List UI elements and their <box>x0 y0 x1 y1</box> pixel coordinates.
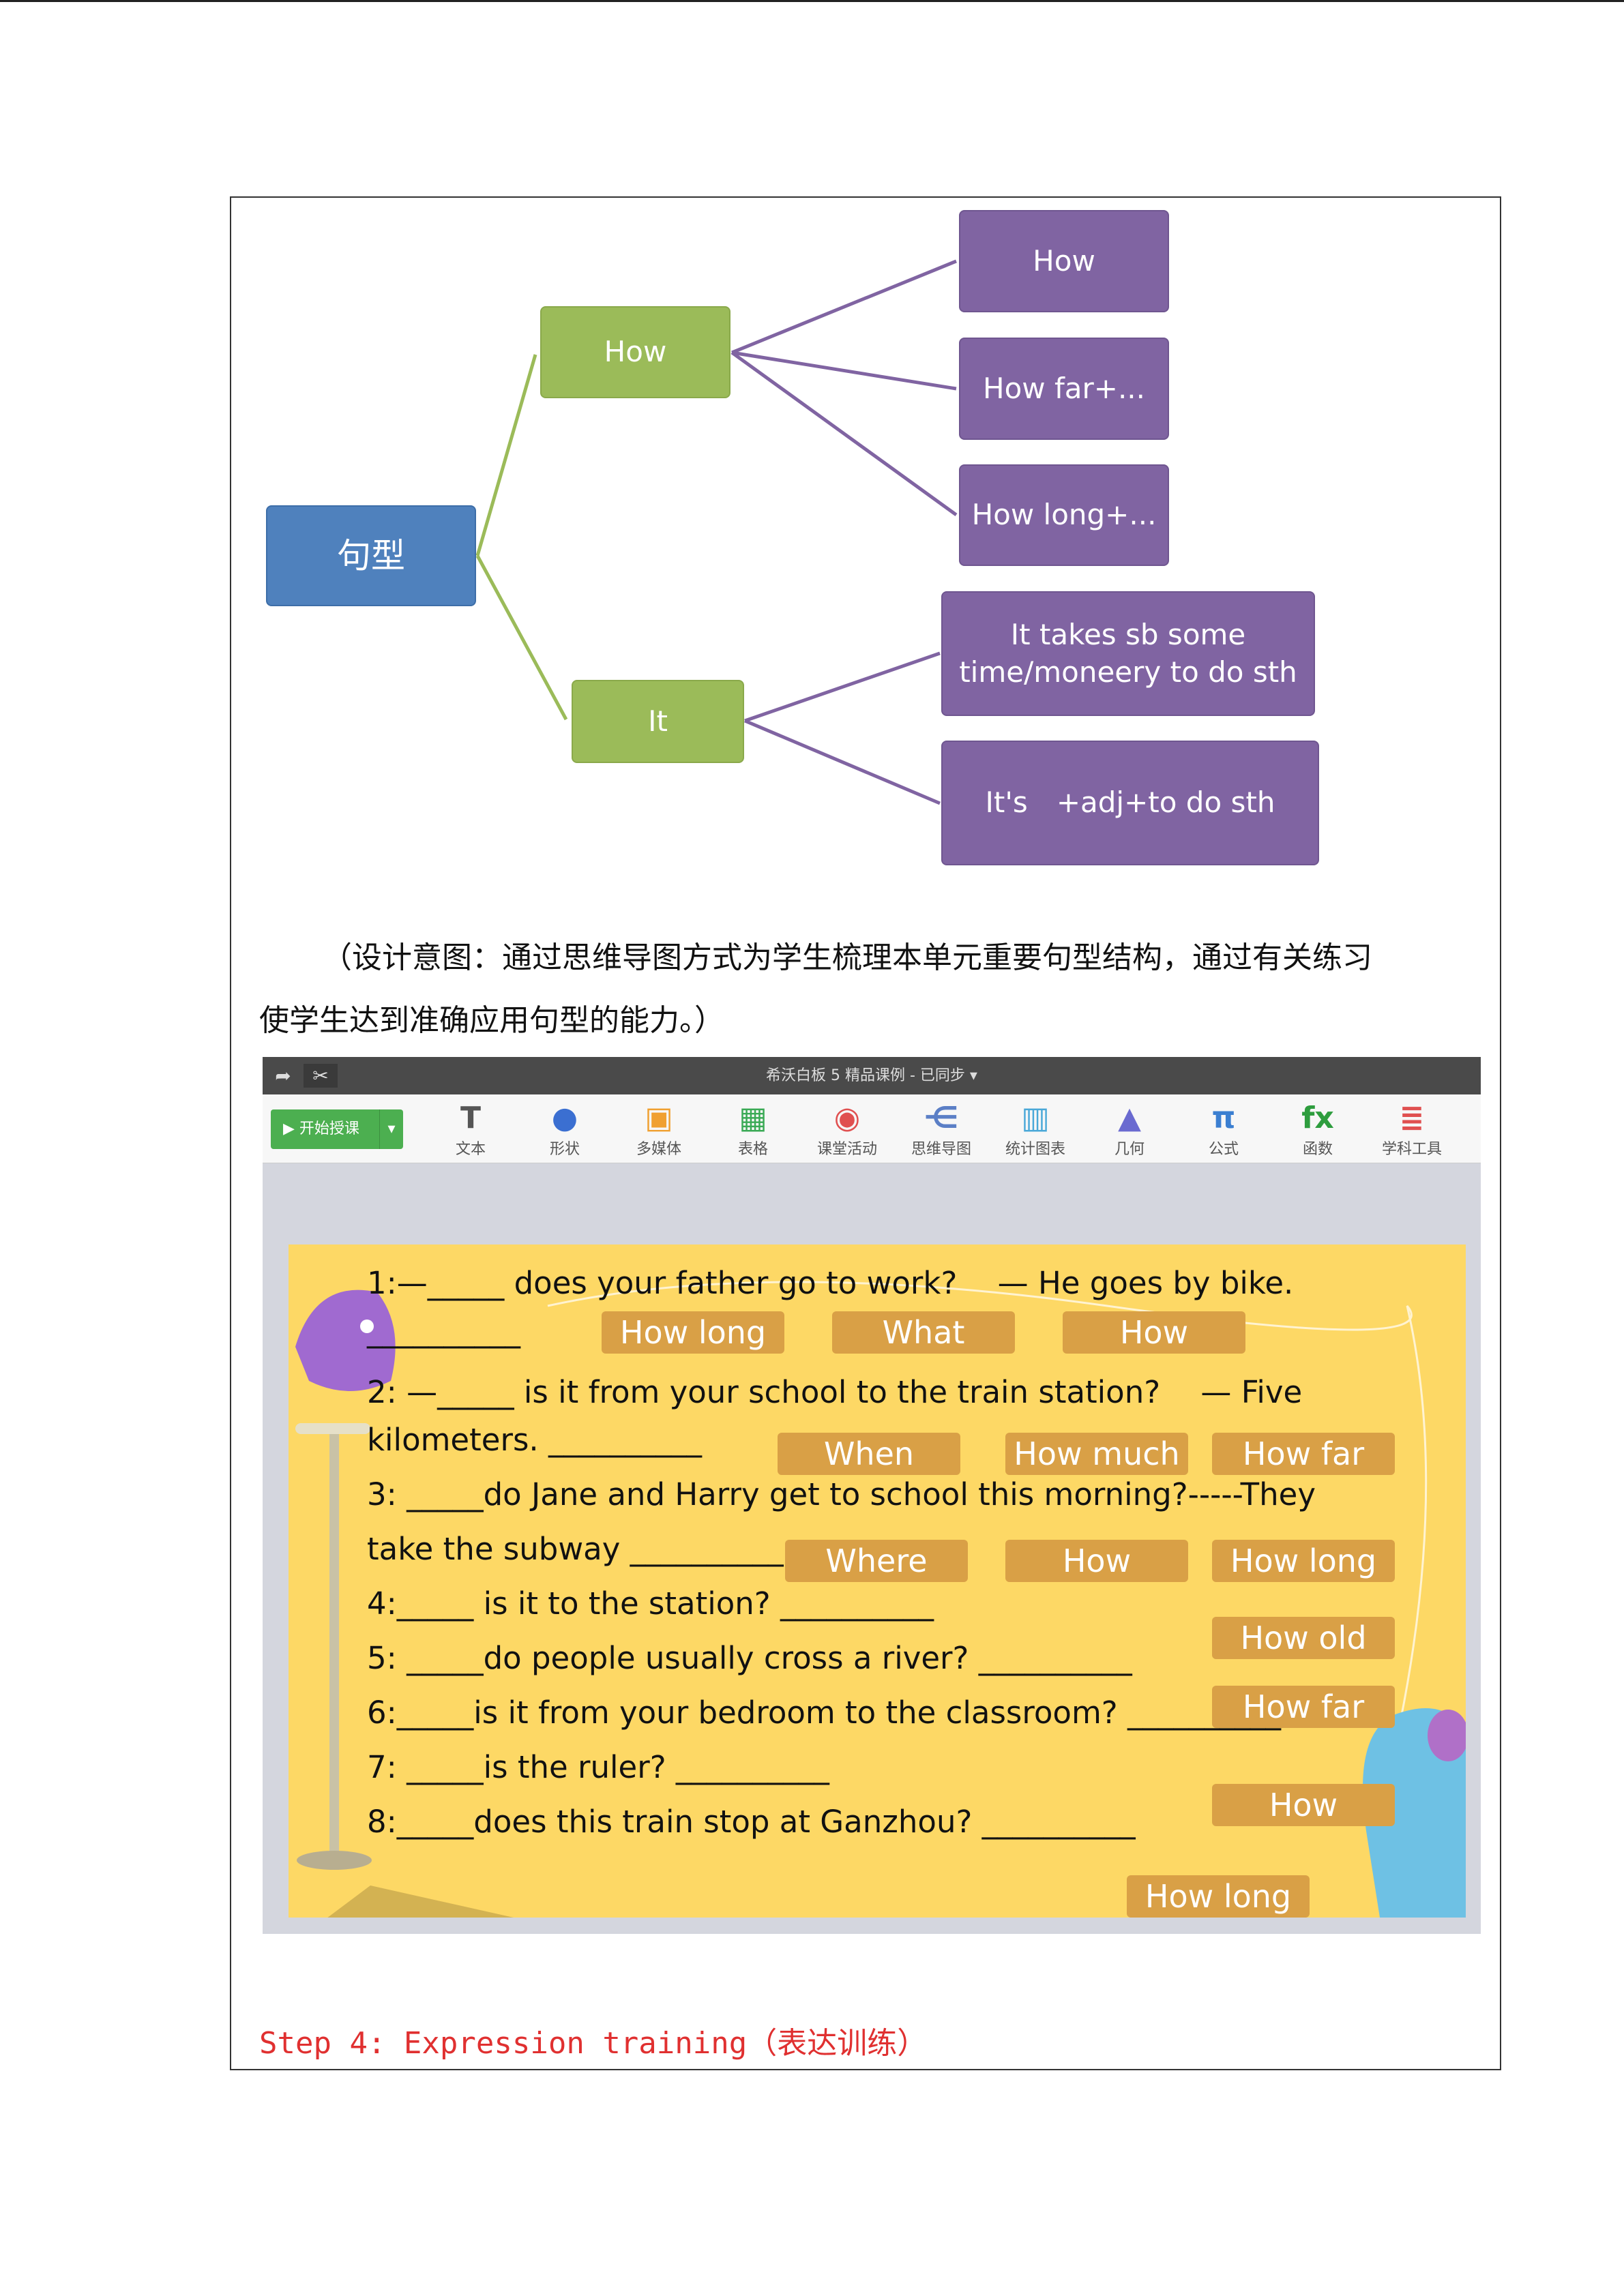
design-intent-line-1: （设计意图：通过思维导图方式为学生梳理本单元重要句型结构，通过有关练习 <box>322 940 1372 975</box>
character-eye <box>360 1320 374 1333</box>
mindmap-it-node: It <box>572 680 744 763</box>
connector-how-1 <box>731 259 957 355</box>
subject-tools-icon: ≣ <box>1399 1101 1425 1135</box>
play-icon: ▶ <box>283 1120 299 1137</box>
option-how-long-2[interactable]: How long <box>1212 1540 1395 1582</box>
option-where[interactable]: Where <box>785 1540 968 1582</box>
tool-media[interactable]: ▣ 多媒体 <box>618 1101 700 1160</box>
robot-head <box>1428 1710 1466 1761</box>
tool-chart[interactable]: ▥ 统计图表 <box>994 1101 1076 1160</box>
tool-label: 形状 <box>549 1141 580 1158</box>
chart-icon: ▥ <box>1021 1101 1050 1135</box>
tool-table[interactable]: ▦ 表格 <box>712 1101 794 1160</box>
lamp-base <box>297 1851 372 1870</box>
tool-mindmap[interactable]: ⋲ 思维导图 <box>900 1101 982 1160</box>
tool-function[interactable]: fx 函数 <box>1277 1101 1359 1160</box>
answer-blank-1: __________ <box>367 1313 520 1349</box>
step-4-heading: Step 4: Expression training（表达训练） <box>259 2026 928 2061</box>
tool-subject-tools[interactable]: ≣ 学科工具 <box>1371 1101 1453 1160</box>
tool-label: 思维导图 <box>911 1141 971 1158</box>
mindmap-how-child-1: How <box>959 210 1169 312</box>
design-intent-line-2: 使学生达到准确应用句型的能力。） <box>259 1003 724 1038</box>
purple-character-icon <box>295 1289 396 1391</box>
tool-label: 统计图表 <box>1005 1141 1065 1158</box>
option-how-3[interactable]: How <box>1212 1784 1395 1826</box>
connector-how-3 <box>730 351 958 517</box>
question-2: 2: —_____ is it from your school to the … <box>367 1374 1303 1410</box>
question-3-cont: take the subway __________ <box>367 1531 784 1567</box>
tool-activity[interactable]: ◉ 课堂活动 <box>806 1101 888 1160</box>
tool-label: 公式 <box>1208 1141 1239 1158</box>
tool-geometry[interactable]: ▲ 几何 <box>1089 1101 1170 1160</box>
question-5: 5: _____do people usually cross a river?… <box>367 1640 1132 1676</box>
media-icon: ▣ <box>645 1101 673 1135</box>
tool-label: 文本 <box>455 1141 486 1158</box>
option-how-2[interactable]: How <box>1005 1540 1188 1582</box>
connector-root-how <box>475 354 537 556</box>
option-how-long-3[interactable]: How long <box>1127 1875 1310 1918</box>
decorative-curve <box>547 1281 1428 1723</box>
question-2-cont: kilometers. __________ <box>367 1422 703 1458</box>
connector-root-it <box>475 554 568 721</box>
mindmap-connectors <box>475 259 958 805</box>
scissors-icon[interactable]: ✂ <box>304 1064 338 1088</box>
option-what[interactable]: What <box>832 1311 1015 1354</box>
mindmap-how-node: How <box>540 306 730 398</box>
question-7: 7: _____is the ruler? __________ <box>367 1749 829 1785</box>
content-frame <box>230 196 1501 2070</box>
option-how-old[interactable]: How old <box>1212 1617 1395 1659</box>
mindmap-root-node: 句型 <box>266 505 476 606</box>
slide-decoration <box>295 1281 1466 1918</box>
lamp-pole <box>329 1429 339 1858</box>
mindmap-how-child-3: How long+... <box>959 464 1169 566</box>
connector-it-2 <box>744 719 941 805</box>
stand-shadow <box>327 1885 514 1918</box>
geometry-icon: ▲ <box>1118 1101 1141 1135</box>
page-top-rule <box>0 0 1624 2</box>
blue-robot-icon <box>1363 1708 1466 1918</box>
option-when[interactable]: When <box>778 1433 960 1475</box>
formula-icon: π <box>1211 1101 1236 1135</box>
tool-label: 多媒体 <box>636 1141 681 1158</box>
app-title: 希沃白板 5 精品课例 - 已同步 ▾ <box>766 1067 977 1084</box>
option-how[interactable]: How <box>1063 1311 1245 1354</box>
tool-text[interactable]: T 文本 <box>430 1101 512 1160</box>
option-how-far-2[interactable]: How far <box>1212 1686 1395 1728</box>
question-4: 4:_____ is it to the station? __________ <box>367 1585 934 1622</box>
option-how-much[interactable]: How much <box>1005 1433 1188 1475</box>
table-icon: ▦ <box>739 1101 767 1135</box>
option-how-far[interactable]: How far <box>1212 1433 1395 1475</box>
whiteboard-screenshot: ➦ ✂ 希沃白板 5 精品课例 - 已同步 ▾ ▶ 开始授课 ▾ T 文本 ● 形状 ▣… <box>263 1057 1481 1934</box>
tool-label: 学科工具 <box>1381 1141 1442 1158</box>
mindmap-it-child-2: It's +adj+to do sth <box>941 741 1319 865</box>
lamp-arm <box>295 1423 370 1434</box>
tool-label: 课堂活动 <box>816 1141 877 1158</box>
question-1: 1:—_____ does your father go to work? — … <box>367 1265 1294 1301</box>
shape-icon: ● <box>551 1101 578 1135</box>
app-toolbar: ▶ 开始授课 ▾ T 文本 ● 形状 ▣ 多媒体 ▦ 表格 ◉ 课堂活动 ⋲ 思维导图 ▥ 统计图表 ▲ 几何… <box>263 1094 1481 1163</box>
redo-icon[interactable]: ➦ <box>275 1064 291 1087</box>
tool-formula[interactable]: π 公式 <box>1183 1101 1265 1160</box>
start-lesson-button[interactable]: ▶ 开始授课 ▾ <box>271 1109 403 1149</box>
mindmap-icon: ⋲ <box>924 1101 959 1135</box>
tool-shape[interactable]: ● 形状 <box>524 1101 606 1160</box>
mindmap-how-child-2: How far+... <box>959 338 1169 440</box>
tool-label: 几何 <box>1114 1141 1145 1158</box>
question-6: 6:_____is it from your bedroom to the cl… <box>367 1695 1281 1731</box>
activity-icon: ◉ <box>833 1101 861 1135</box>
chevron-down-icon[interactable]: ▾ <box>379 1109 403 1149</box>
question-8: 8:_____does this train stop at Ganzhou? … <box>367 1804 1136 1840</box>
option-how-long[interactable]: How long <box>602 1311 784 1354</box>
start-lesson-label: 开始授课 <box>299 1120 359 1137</box>
tool-label: 表格 <box>737 1141 768 1158</box>
mindmap-it-child-1: It takes sb some time/moneery to do sth <box>941 591 1315 716</box>
function-icon: fx <box>1301 1101 1334 1135</box>
connector-it-1 <box>744 651 941 723</box>
exercise-slide: 1:—_____ does your father go to work? — … <box>289 1244 1466 1918</box>
app-titlebar: ➦ ✂ 希沃白板 5 精品课例 - 已同步 ▾ <box>263 1057 1481 1094</box>
text-icon: T <box>460 1101 481 1135</box>
tool-label: 函数 <box>1302 1141 1333 1158</box>
connector-how-2 <box>731 351 957 391</box>
question-3: 3: _____do Jane and Harry get to school … <box>367 1476 1316 1512</box>
